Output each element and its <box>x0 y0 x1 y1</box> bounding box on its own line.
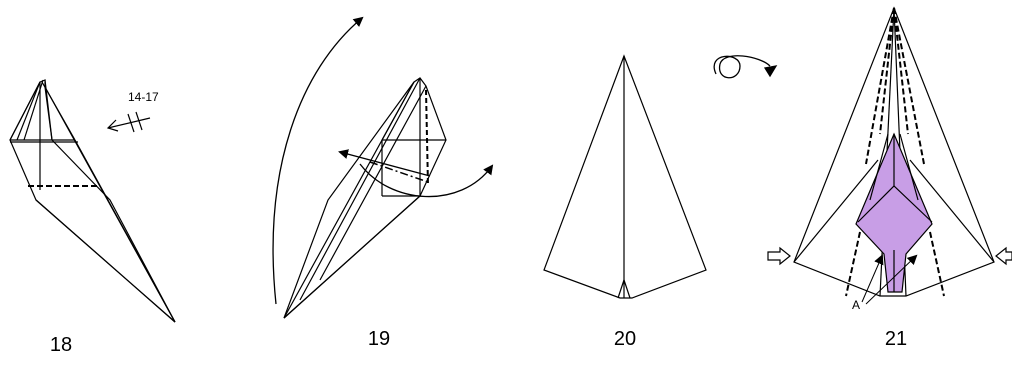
push-arrow-icon-right <box>995 246 1012 266</box>
label-a-pointers <box>861 254 918 305</box>
step-19-left-arrow <box>338 149 431 177</box>
step-21-highlight-flap <box>855 132 933 293</box>
step-number-20: 20 <box>613 328 637 350</box>
step-19-swing-arrow <box>272 16 364 305</box>
step-21-figure <box>793 6 995 297</box>
step-18-outline <box>9 79 176 323</box>
step-19-valley-fold <box>425 89 429 187</box>
repeat-steps-arrow-icon <box>106 111 151 133</box>
push-arrow-icon-left <box>767 246 791 266</box>
step-20-figure <box>543 54 707 299</box>
step-19-mountain-fold <box>369 161 429 183</box>
step-20-outline <box>543 54 707 299</box>
turn-over-icon <box>713 55 778 79</box>
step-number-18: 18 <box>49 334 73 356</box>
step-number-19: 19 <box>367 328 391 350</box>
step-19-figure <box>283 77 447 319</box>
step-19-right-arrow <box>359 163 494 198</box>
step-18-figure <box>9 79 176 323</box>
step-number-21: 21 <box>884 328 908 350</box>
step-18-repeat-label: 14-17 <box>128 90 159 104</box>
step-21-label-a: A <box>852 298 861 312</box>
